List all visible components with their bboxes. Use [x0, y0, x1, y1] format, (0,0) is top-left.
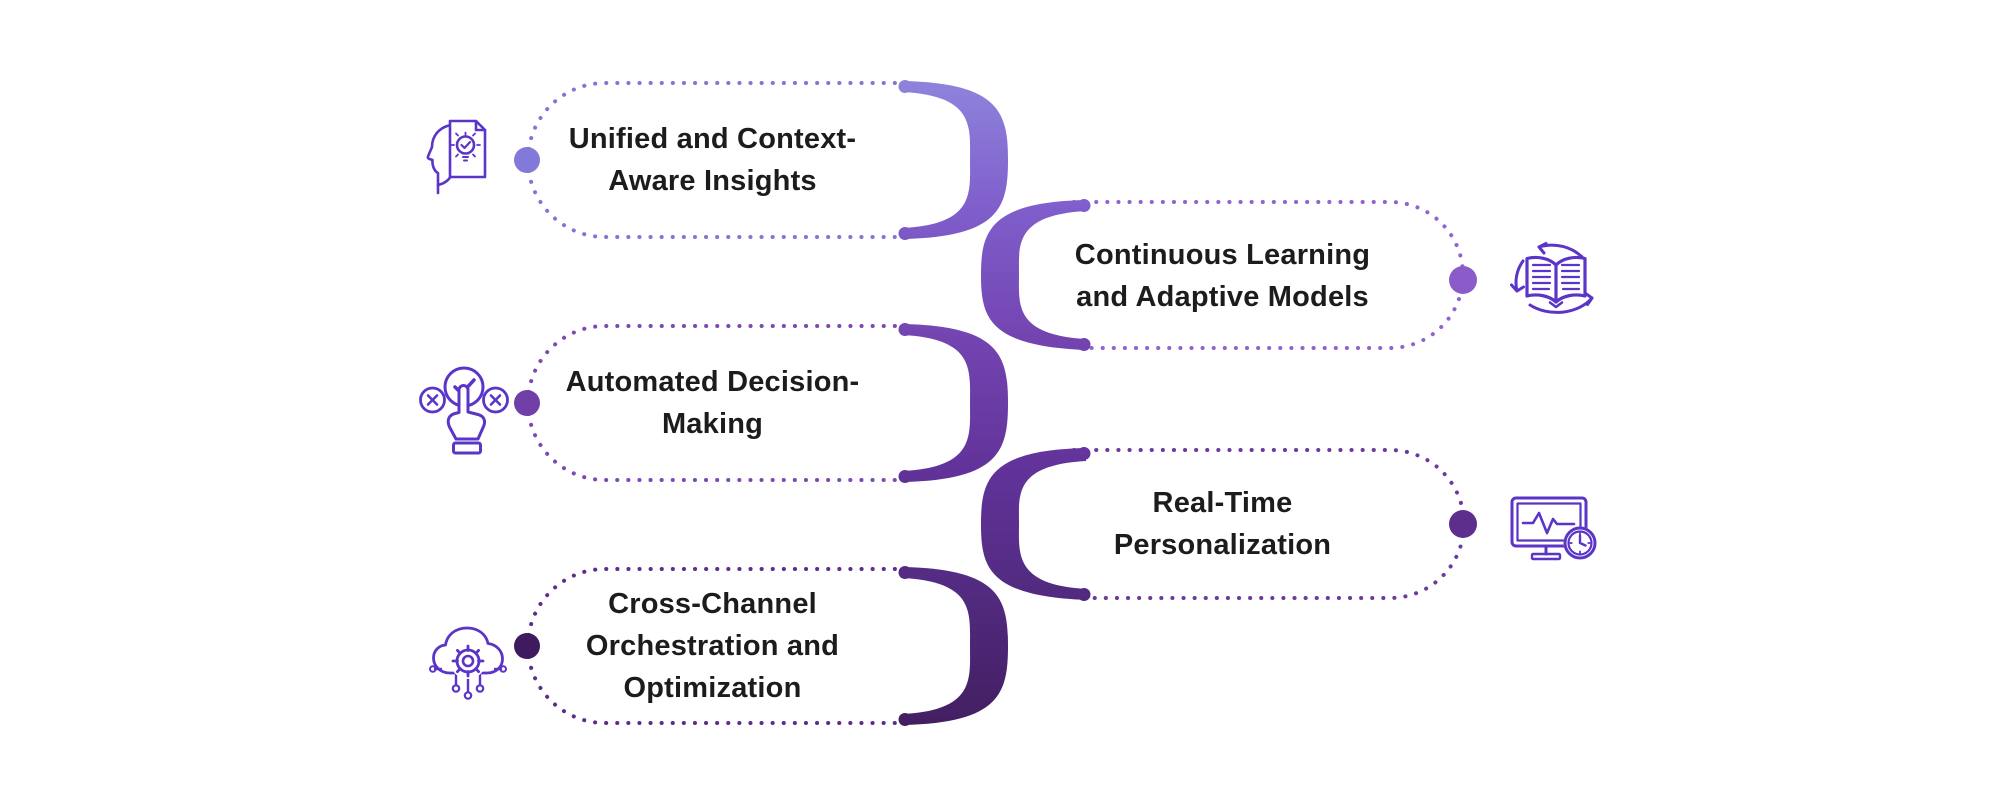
accent-dots [514, 147, 1477, 659]
head-document-idea-icon [426, 119, 487, 195]
book-refresh-icon [1510, 242, 1594, 314]
capsule-label-realtime-personalization: Real-Time Personalization [1113, 487, 1332, 561]
accent-dot-1 [514, 147, 540, 173]
spine-bracket-2 [981, 200, 1086, 350]
capsule-label-continuous-learning: Continuous Learning and Adaptive Models [1074, 239, 1371, 313]
accent-dot-2 [1449, 266, 1477, 294]
accent-dot-5 [514, 633, 540, 659]
spine-brackets [898, 80, 1091, 726]
decision-hand-icon [419, 366, 509, 455]
spine-bracket-1 [903, 81, 1008, 239]
cloud-gear-network-icon [429, 626, 507, 700]
accent-dot-4 [1449, 510, 1477, 538]
capsule-label-cross-channel: Cross-Channel Orchestration and Optimiza… [585, 588, 840, 704]
capsule-label-automated-decisions: Automated Decision- Making [565, 366, 860, 440]
capsule-border-2 [1072, 200, 1465, 350]
spine-bracket-4 [981, 448, 1086, 600]
spine-bracket-5 [903, 567, 1008, 725]
spine-bracket-tips [898, 80, 1091, 726]
monitor-pulse-clock-icon [1510, 496, 1597, 561]
spine-bracket-3 [903, 324, 1008, 482]
capsule-label-unified-insights: Unified and Context- Aware Insights [568, 123, 857, 197]
accent-dot-3 [514, 390, 540, 416]
